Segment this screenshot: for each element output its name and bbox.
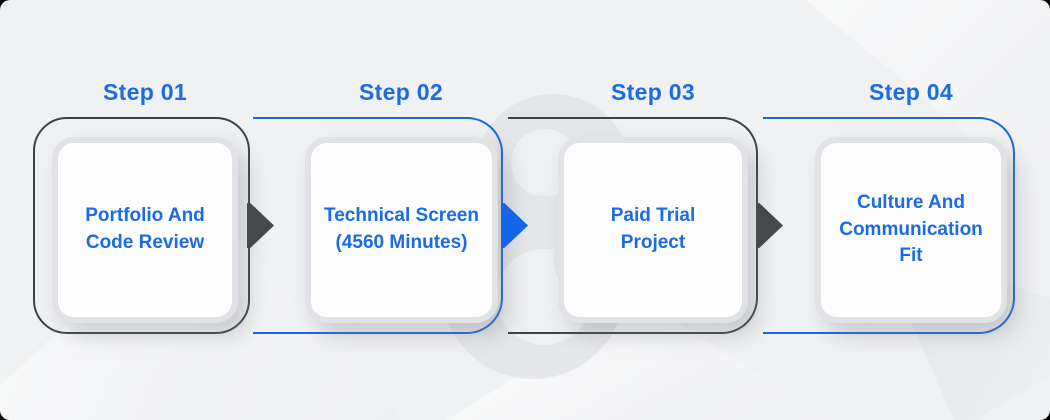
step-2-card: Technical Screen (4560 Minutes)	[305, 137, 498, 323]
step-4-card: Culture And Communication Fit	[815, 137, 1007, 323]
step-2-text: Technical Screen (4560 Minutes)	[324, 205, 479, 253]
step-4-label: Step 04	[869, 79, 953, 105]
step-3-card: Paid Trial Project	[558, 137, 748, 323]
step-2-label: Step 02	[359, 79, 443, 105]
step-1-card: Portfolio And Code Review	[52, 137, 238, 323]
step-1-text: Portfolio And Code Review	[85, 205, 205, 253]
step-1-label: Step 01	[103, 79, 187, 105]
step-4-outline	[763, 117, 1015, 334]
step-3-label: Step 03	[611, 79, 695, 105]
step-3-text: Paid Trial Project	[610, 205, 696, 253]
step-4-text: Culture And Communication Fit	[839, 191, 983, 267]
